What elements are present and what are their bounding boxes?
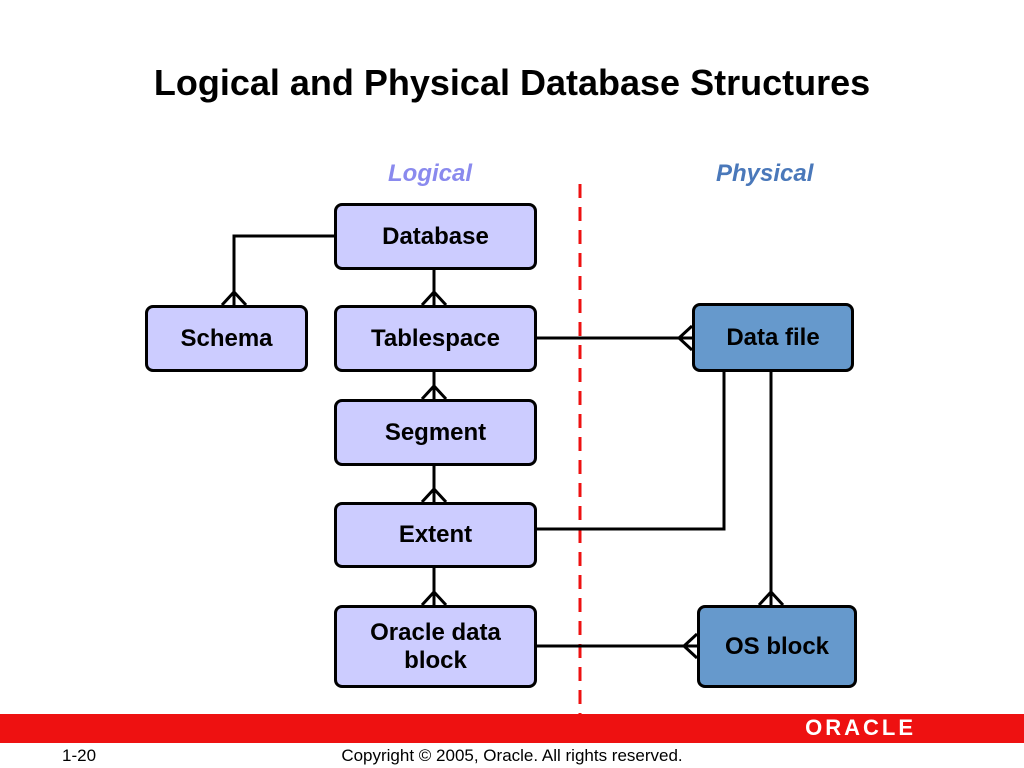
- datafile-extent-link: [536, 372, 726, 531]
- physical-column-header: Physical: [716, 160, 814, 187]
- osblock-side-crowfoot: [681, 632, 699, 660]
- copyright-text: Copyright © 2005, Oracle. All rights res…: [341, 746, 683, 765]
- page-number: 1-20: [62, 746, 97, 765]
- schema-box: Schema: [145, 305, 308, 372]
- osblock-crowfoot: [757, 589, 785, 607]
- data-file-box: Data file: [692, 303, 854, 372]
- tablespace-box: Tablespace: [334, 305, 537, 372]
- oracle-logo: ORACLE: [805, 715, 916, 740]
- os-block-box: OS block: [697, 605, 857, 688]
- schema-crowfoot: [220, 289, 248, 307]
- extent-box: Extent: [334, 502, 537, 568]
- datafile-crowfoot: [676, 324, 694, 352]
- database-box: Database: [334, 203, 537, 270]
- tablespace-crowfoot: [420, 289, 448, 307]
- logical-column-header: Logical: [388, 160, 473, 187]
- extent-crowfoot: [420, 486, 448, 504]
- segment-box: Segment: [334, 399, 537, 466]
- slide-title: Logical and Physical Database Structures: [153, 62, 871, 103]
- oracle-block-label-line1: Oracle data: [370, 618, 501, 646]
- footer-bar: ORACLE: [0, 714, 1024, 743]
- oracle-data-block-box: Oracle data block: [334, 605, 537, 688]
- segment-crowfoot: [420, 383, 448, 401]
- oracle-block-crowfoot: [420, 589, 448, 607]
- oracle-block-label-line2: block: [404, 646, 467, 674]
- database-schema-link: [232, 234, 335, 305]
